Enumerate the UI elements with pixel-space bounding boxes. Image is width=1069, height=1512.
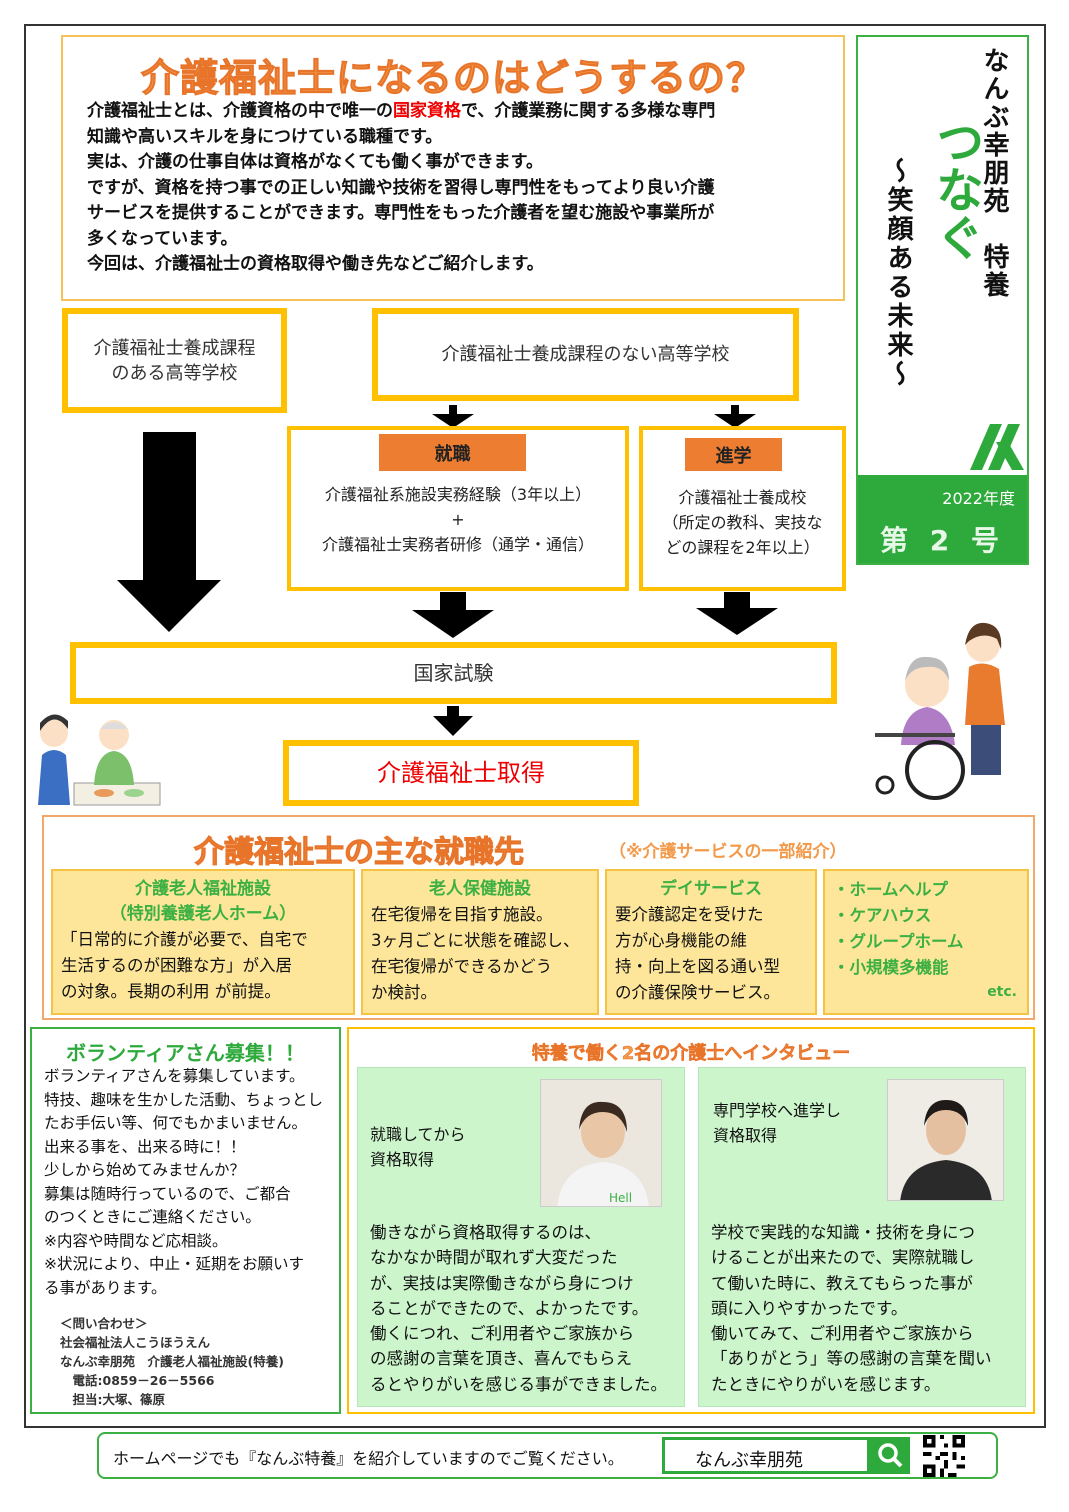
arrow-icon (412, 610, 494, 638)
staff-photo (887, 1079, 1004, 1201)
other-services-card: ・ホームヘルプ ・ケアハウス ・グループホーム ・小規模多機能 etc. (823, 869, 1029, 1015)
search-button[interactable] (870, 1437, 910, 1474)
contact-info: ＜問い合わせ＞ 社会福祉法人こうほうえん なんぶ幸朋苑 介護老人福祉施設(特養)… (60, 1316, 284, 1407)
interview-section: 特養で働く2名の介護士へインタビュー 就職してから 資格取得 Hell 働きなが… (347, 1027, 1035, 1414)
wheelchair-care-illustration (875, 622, 1005, 800)
other-service: ・グループホーム (833, 932, 964, 951)
big-arrow-icon (143, 432, 196, 582)
arrow-icon (696, 608, 778, 635)
caregiver-feeding-illustration (38, 714, 161, 806)
masthead-subtitle: ～笑顔ある未来～ (883, 157, 913, 389)
qr-code-icon[interactable] (919, 1435, 969, 1477)
intro-section: 介護福祉士になるのはどうするの？ 介護福祉士とは、介護資格の中で唯一の国家資格で… (61, 35, 845, 301)
interview-body: 働きながら資格取得するのは、 なかなか時間が取れず大変だった が、実技は実際働き… (370, 1223, 667, 1394)
interview-title: 特養で働く2名の介護士へインタビュー (531, 1043, 851, 1065)
issue-year: 2022年度 (942, 489, 1015, 508)
employment-requirements: 介護福祉系施設実務経験（3年以上） + 介護福祉士実務者研修（通学・通信） (321, 485, 594, 554)
logo-icon (970, 424, 1024, 470)
masthead: なんぶ幸朋苑 特養 つなぐ ～笑顔ある未来～ 2022年度 第 2 号 (856, 35, 1029, 565)
page-frame (24, 24, 1046, 1428)
job-card-body: 「日常的に介護が必要で、自宅で 生活するのが困難な方」が入居 の対象。長期の利用… (61, 930, 308, 1001)
masthead-org: なんぶ幸朋苑 特養 (979, 47, 1009, 299)
other-service: ・ホームヘルプ (833, 880, 949, 899)
job-card: デイサービス要介護認定を受けた 方が心身機能の維 持・向上を図る通い型 の介護保… (605, 869, 817, 1015)
other-service: ・小規模多機能 (833, 958, 949, 977)
arrow-icon (724, 592, 750, 610)
page-title: 介護福祉士になるのはどうするの？ (140, 56, 765, 101)
employment-path-box: 就職 介護福祉系施設実務経験（3年以上） + 介護福祉士実務者研修（通学・通信） (287, 426, 629, 591)
jobs-note: （※介護サービスの一部紹介） (609, 842, 847, 862)
newsletter-name: つなぐ (927, 117, 983, 261)
school-with-course-box: 介護福祉士養成課程 のある高等学校 (62, 308, 287, 413)
job-card-heading: 介護老人福祉施設 （特別養護老人ホーム） (109, 879, 297, 924)
arrow-icon (449, 405, 457, 417)
staff-photo: Hell (540, 1079, 662, 1207)
interview-heading: 専門学校へ進学し 資格取得 (713, 1101, 842, 1145)
arrow-icon (731, 405, 739, 417)
interview-card: 専門学校へ進学し 資格取得 学校で実践的な知識・技術を身につ けることが出来たの… (698, 1067, 1026, 1407)
arrow-icon (447, 706, 459, 718)
volunteer-title: ボランティアさん募集！！ (66, 1041, 305, 1065)
interview-card: 就職してから 資格取得 Hell 働きながら資格取得するのは、 なかなか時間が取… (357, 1067, 685, 1407)
national-qualification-highlight: 国家資格 (393, 101, 461, 121)
school-without-course-box: 介護福祉士養成課程のない高等学校 (372, 308, 799, 401)
job-card: 介護老人福祉施設 （特別養護老人ホーム） 「日常的に介護が必要で、自宅で 生活する… (51, 869, 355, 1015)
search-icon (878, 1443, 903, 1468)
big-arrow-head-icon (117, 580, 221, 632)
qualification-result-box: 介護福祉士取得 (283, 740, 639, 806)
arrow-icon (433, 716, 473, 736)
job-destinations-section: 介護福祉士の主な就職先 （※介護サービスの一部紹介） 介護老人福祉施設 （特別養… (42, 815, 1035, 1020)
job-card-heading: 老人保健施設 (429, 879, 531, 899)
job-card-heading: デイサービス (660, 879, 762, 899)
etc-label: etc. (987, 984, 1017, 1000)
interview-body: 学校で実践的な知識・技術を身につ けることが出来たので、実際就職し て働いた時に… (711, 1223, 992, 1394)
arrow-icon (432, 414, 474, 428)
study-requirements: 介護福祉士養成校 （所定の教科、実技な どの課程を2年以上） (662, 488, 823, 557)
footer-banner: ホームページでも『なんぶ特養』を紹介していますのでご覧ください。 なんぶ幸朋苑 (97, 1432, 998, 1479)
study-label: 進学 (685, 438, 782, 471)
employment-label: 就職 (379, 434, 526, 471)
intro-text-a: 介護福祉士とは、介護資格の中で唯一の (87, 101, 393, 121)
issue-number: 第 2 号 (880, 524, 1005, 557)
issue-band: 2022年度 第 2 号 (858, 475, 1027, 563)
job-card-body: 要介護認定を受けた 方が心身機能の維 持・向上を図る通い型 の介護保険サービス。 (615, 905, 780, 1002)
search-input[interactable]: なんぶ幸朋苑 (662, 1437, 870, 1474)
national-exam-box: 国家試験 (70, 642, 837, 704)
volunteer-text: ボランティアさんを募集しています。 特技、趣味を生かした活動、ちょっとし たお手… (44, 1067, 324, 1297)
volunteer-section: ボランティアさん募集！！ ボランティアさんを募集しています。 特技、趣味を生かし… (30, 1027, 341, 1414)
arrow-icon (714, 414, 756, 428)
job-card: 老人保健施設在宅復帰を目指す施設。 3ヶ月ごとに状態を確認し、 在宅復帰ができる… (361, 869, 599, 1015)
intro-text: 介護福祉士とは、介護資格の中で唯一の国家資格で、介護業務に関する多様な専門 知識… (87, 99, 715, 278)
jobs-title: 介護福祉士の主な就職先 (194, 835, 525, 871)
apron-text: Hell (609, 1191, 632, 1205)
arrow-icon (440, 592, 466, 612)
interview-heading: 就職してから 資格取得 (370, 1125, 466, 1169)
intro-text-b: で、介護業務に関する多様な専門 知識や高いスキルを身につけている職種です。 実は… (87, 101, 716, 274)
study-path-box: 進学 介護福祉士養成校 （所定の教科、実技な どの課程を2年以上） (639, 426, 846, 591)
other-service: ・ケアハウス (833, 906, 932, 925)
footer-text: ホームページでも『なんぶ特養』を紹介していますのでご覧ください。 (113, 1449, 624, 1468)
job-card-body: 在宅復帰を目指す施設。 3ヶ月ごとに状態を確認し、 在宅復帰ができるかどう か検… (371, 905, 580, 1002)
